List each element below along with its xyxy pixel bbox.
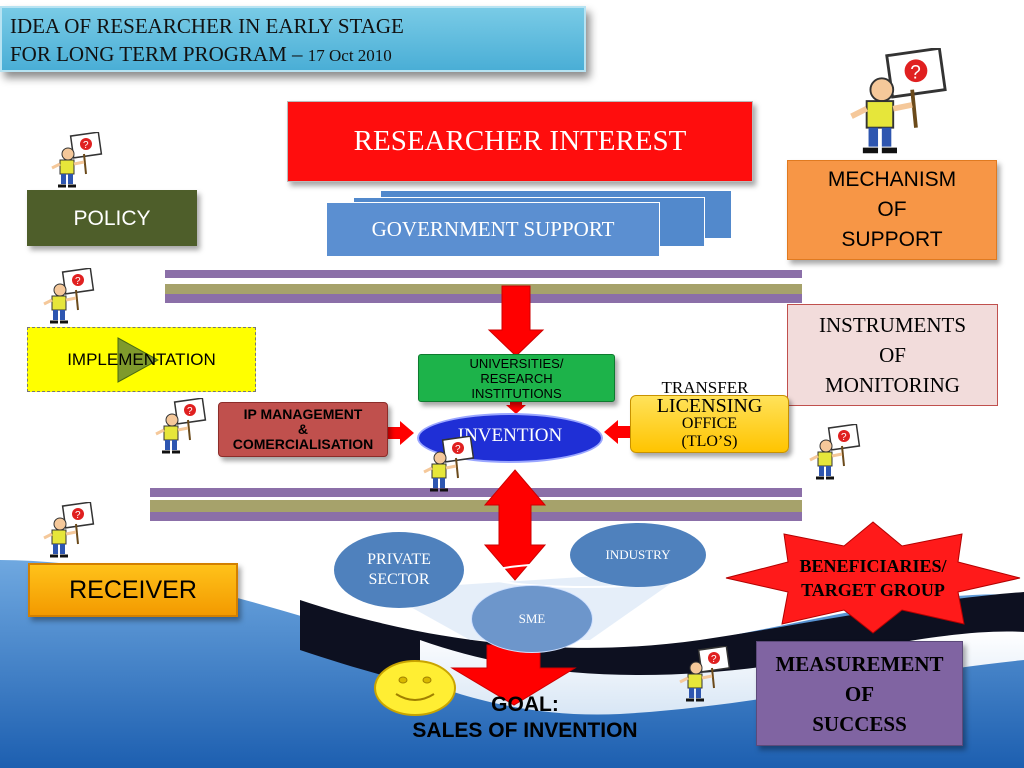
thinking-person-question-sign-icon [50,132,103,188]
goal-label: GOAL: SALES OF INVENTION [412,693,638,742]
transfer-label: TRANSFER [661,378,749,397]
implementation-box: IMPLEMENTATION [27,327,256,392]
slide-title: IDEA OF RESEARCHER IN EARLY STAGE FOR LO… [0,6,586,72]
lower-striped-bar [150,488,802,521]
smiley-face-icon [374,660,456,716]
ip-management-box: IP MANAGEMENT & COMERCIALISATION [218,402,388,457]
universities-box: UNIVERSITIES/ RESEARCH INSTITUTIONS [418,354,615,402]
play-triangle-icon [117,337,160,383]
sme-oval: SME [471,585,593,653]
policy-box: POLICY [27,190,197,246]
arrow-tlo-to-invention [604,420,630,444]
beneficiaries-starburst [725,521,1021,634]
receiver-box: RECEIVER [28,563,238,617]
thinking-person-question-sign-icon [808,424,861,480]
title-line-1: IDEA OF RESEARCHER IN EARLY STAGE [10,14,404,38]
arrow-down-to-universities [487,285,545,357]
thinking-person-question-sign-icon [154,398,207,454]
arrow-universities-to-invention [506,402,526,414]
double-arrow-invention-receivers [483,469,547,581]
measurement-of-success-box: MEASUREMENT OF SUCCESS [756,641,963,746]
industry-oval: INDUSTRY [570,523,706,587]
arrow-ip-to-invention [388,421,414,445]
thinking-person-question-sign-icon [678,646,731,702]
upper-striped-bar [165,270,802,303]
thinking-person-question-sign-icon [42,502,95,558]
licensing-office-box: LICENSING OFFICE (TLO’S) [630,395,789,453]
mechanism-of-support-box: MECHANISM OF SUPPORT [787,160,997,260]
private-sector-oval: PRIVATE SECTOR [334,532,464,608]
thinking-person-question-sign-icon [42,268,95,324]
thinking-person-question-sign-icon [824,48,970,158]
instruments-of-monitoring-box: INSTRUMENTS OF MONITORING [787,304,998,406]
researcher-interest-box: RESEARCHER INTEREST [287,101,753,182]
thinking-person-question-sign-icon [422,436,475,492]
beneficiaries-label: BENEFICIARIES/ TARGET GROUP [799,556,947,600]
government-support-box: GOVERNMENT SUPPORT [326,202,660,257]
title-line-2: FOR LONG TERM PROGRAM – 17 Oct 2010 [10,42,392,66]
